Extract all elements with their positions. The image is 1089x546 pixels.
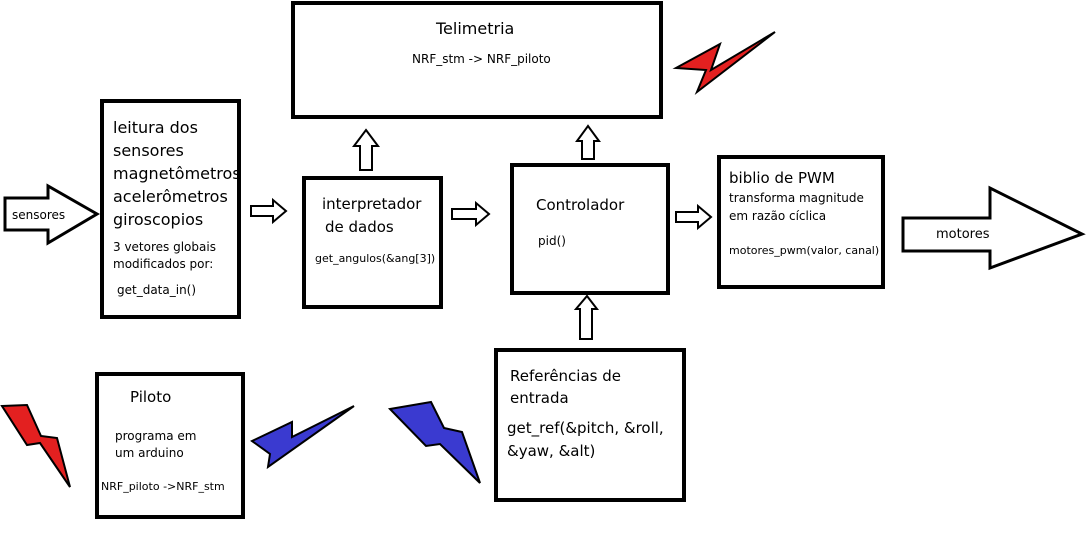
- pwm-desc-1: transforma magnitude: [729, 191, 864, 205]
- sensores-label: sensores: [12, 208, 65, 222]
- bolt-red-piloto-icon: [0, 403, 71, 488]
- referencias-line-2: entrada: [510, 389, 569, 407]
- telemetria-box: [291, 1, 663, 119]
- interpretador-line-2: de dados: [325, 218, 394, 236]
- arrow-controlador-to-telemetria: [575, 124, 601, 160]
- referencias-line-1: Referências de: [510, 367, 621, 385]
- leitura-note-1: 3 vetores globais: [113, 240, 216, 254]
- arrow-leitura-to-interpretador: [250, 197, 288, 225]
- leitura-line-4: acelerômetros: [113, 187, 228, 206]
- piloto-desc-1: programa em: [115, 429, 196, 443]
- controlador-func: pid(): [538, 234, 566, 248]
- leitura-func: get_data_in(): [117, 283, 196, 297]
- motores-label: motores: [936, 227, 990, 242]
- controlador-title: Controlador: [536, 196, 625, 214]
- pwm-func: motores_pwm(valor, canal): [729, 244, 879, 257]
- pwm-desc-2: em razão cíclica: [729, 209, 826, 223]
- controlador-box: [510, 163, 670, 295]
- referencias-box: [494, 348, 686, 502]
- arrow-controlador-to-pwm: [675, 203, 713, 231]
- telemetria-line: NRF_stm -> NRF_piloto: [412, 52, 551, 66]
- pwm-title: biblio de PWM: [729, 169, 835, 187]
- interpretador-line-1: interpretador: [322, 195, 422, 213]
- piloto-desc-2: um arduino: [115, 446, 184, 460]
- sensores-arrow: [3, 183, 100, 246]
- interpretador-box: [302, 176, 443, 309]
- bolt-blue-referencias-icon: [387, 400, 481, 484]
- arrow-interpretador-to-telemetria: [352, 128, 380, 171]
- leitura-line-3: magnetômetros: [113, 164, 241, 183]
- leitura-note-2: modificados por:: [113, 257, 213, 271]
- referencias-func-2: &yaw, &alt): [507, 442, 595, 460]
- leitura-line-1: leitura dos: [113, 118, 198, 137]
- bolt-red-telemetria-icon: [672, 31, 776, 96]
- leitura-line-2: sensores: [113, 141, 184, 160]
- piloto-title: Piloto: [130, 388, 171, 406]
- leitura-line-5: giroscopios: [113, 210, 203, 229]
- pwm-box: [717, 155, 885, 289]
- referencias-func-1: get_ref(&pitch, &roll,: [507, 419, 664, 438]
- piloto-box: [95, 372, 245, 519]
- bolt-blue-piloto-icon: [250, 405, 355, 470]
- motores-arrow: [901, 185, 1086, 271]
- arrow-interpretador-to-controlador: [451, 200, 491, 228]
- interpretador-func: get_angulos(&ang[3]): [315, 252, 435, 265]
- piloto-line: NRF_piloto ->NRF_stm: [101, 480, 225, 493]
- leitura-sensores-box: [100, 99, 241, 319]
- telemetria-title: Telimetria: [435, 19, 514, 38]
- arrow-referencias-to-controlador: [573, 294, 600, 340]
